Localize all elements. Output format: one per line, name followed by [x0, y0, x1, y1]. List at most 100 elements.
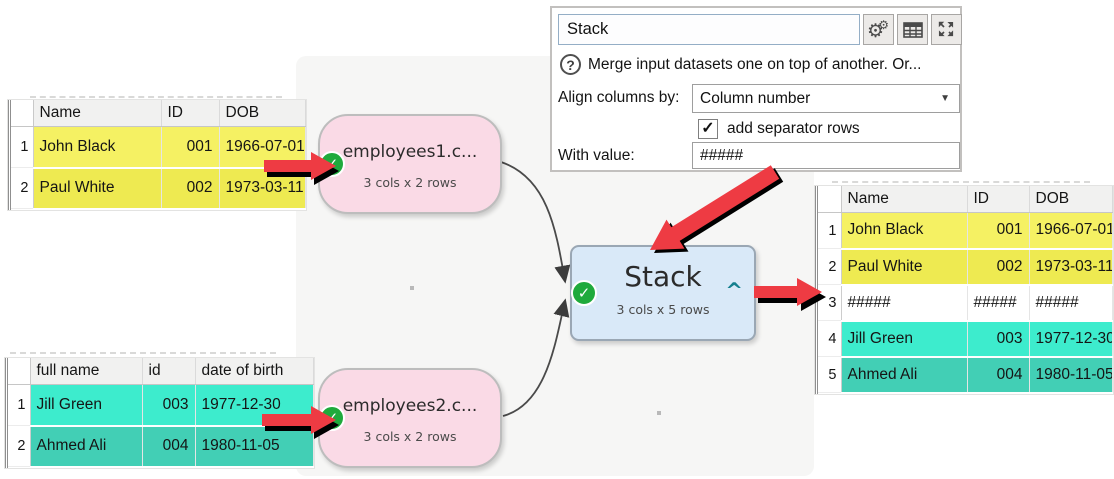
canvas-grid-dot — [657, 411, 661, 415]
node-employees1[interactable]: ✓ employees1.c... 3 cols x 2 rows — [318, 114, 502, 214]
row-number: 1 — [818, 212, 842, 249]
node-title: employees2.c... — [342, 396, 478, 416]
column-header: DOB — [1029, 186, 1113, 213]
table-view-button[interactable] — [897, 14, 928, 45]
table-cell: Ahmed Ali — [841, 356, 968, 394]
row-number: 1 — [11, 126, 34, 168]
column-header: full name — [30, 358, 143, 385]
stack-properties-panel: ⚙ ⚙ ? Merge input — [550, 6, 962, 172]
table-cell: John Black — [841, 212, 968, 250]
table-cell: Paul White — [33, 167, 162, 210]
help-icon[interactable]: ? — [560, 54, 581, 75]
column-header: ID — [161, 100, 220, 127]
gear-icon: ⚙ — [866, 21, 885, 42]
expand-icon — [938, 21, 954, 37]
table-cell: 004 — [142, 425, 196, 468]
torn-edge — [832, 181, 1090, 183]
gear-small-icon: ⚙ — [878, 18, 889, 32]
node-title: employees1.c... — [342, 142, 478, 162]
transform-description: Merge input datasets one on top of anoth… — [588, 56, 922, 73]
table-cell: ##### — [1029, 284, 1113, 322]
add-separator-rows-checkbox[interactable]: ✓ — [698, 119, 718, 139]
table-cell: 1980-11-05 — [1029, 356, 1113, 394]
node-employees2[interactable]: ✓ employees2.c... 3 cols x 2 rows — [318, 368, 502, 468]
table-cell: 1980-11-05 — [195, 425, 314, 468]
row-number: 3 — [818, 284, 842, 321]
canvas-grid-dot — [410, 286, 414, 290]
table-cell: 003 — [967, 320, 1030, 358]
transform-name-input[interactable] — [558, 14, 860, 45]
table-cell: John Black — [33, 126, 162, 169]
row-number: 4 — [818, 320, 842, 357]
add-separator-rows-label: add separator rows — [727, 120, 860, 137]
column-header: Name — [33, 100, 162, 127]
torn-edge — [30, 96, 282, 98]
node-dimensions: 3 cols x 2 rows — [363, 429, 457, 444]
node-dimensions: 3 cols x 2 rows — [363, 175, 457, 190]
table-cell: Jill Green — [30, 384, 143, 427]
table-cell: ##### — [967, 284, 1030, 322]
table-cell: 1973-03-11 — [219, 167, 306, 210]
table-cell: Jill Green — [841, 320, 968, 358]
column-header: Name — [841, 186, 968, 213]
column-header: DOB — [219, 100, 306, 127]
row-number: 2 — [8, 425, 31, 467]
table-cell: 002 — [967, 248, 1030, 286]
table-cell: Paul White — [841, 248, 968, 286]
node-title: Stack — [624, 260, 702, 293]
column-header: id — [142, 358, 196, 385]
table-cell: 1966-07-01 — [1029, 212, 1113, 250]
collapse-caret[interactable]: ^ — [725, 279, 743, 304]
table-cell: 001 — [161, 126, 220, 169]
table-cell: ##### — [841, 284, 968, 322]
align-columns-label: Align columns by: — [558, 89, 680, 106]
row-number-header — [8, 358, 31, 385]
with-value-label: With value: — [558, 147, 635, 164]
row-number-header — [11, 100, 34, 127]
table-cell: 1977-12-30 — [195, 384, 314, 427]
node-stack[interactable]: ✓ Stack 3 cols x 5 rows ^ — [570, 245, 756, 341]
align-columns-value: Column number — [700, 90, 811, 107]
row-number: 5 — [818, 356, 842, 393]
table-cell: 1973-03-11 — [1029, 248, 1113, 286]
torn-edge — [10, 352, 276, 354]
settings-button[interactable]: ⚙ ⚙ — [863, 14, 894, 45]
row-number: 1 — [8, 384, 31, 426]
node-dimensions: 3 cols x 5 rows — [616, 302, 710, 317]
row-number: 2 — [818, 248, 842, 285]
table-cell: 003 — [142, 384, 196, 427]
column-header: ID — [967, 186, 1030, 213]
table-row: 3############### — [818, 284, 1113, 322]
status-check-icon: ✓ — [319, 405, 345, 431]
with-value-input[interactable] — [692, 142, 960, 169]
table-cell: Ahmed Ali — [30, 425, 143, 468]
table-icon — [902, 21, 923, 38]
row-number-header — [818, 186, 842, 213]
chevron-down-icon: ▼ — [940, 93, 950, 104]
align-columns-dropdown[interactable]: Column number ▼ — [692, 84, 960, 113]
row-number: 2 — [11, 167, 34, 209]
table-cell: 004 — [967, 356, 1030, 394]
status-check-icon: ✓ — [319, 151, 345, 177]
expand-button[interactable] — [931, 14, 962, 45]
table-cell: 1966-07-01 — [219, 126, 306, 169]
column-header: date of birth — [195, 358, 314, 385]
table-cell: 1977-12-30 — [1029, 320, 1113, 358]
table-cell: 002 — [161, 167, 220, 210]
table-cell: 001 — [967, 212, 1030, 250]
